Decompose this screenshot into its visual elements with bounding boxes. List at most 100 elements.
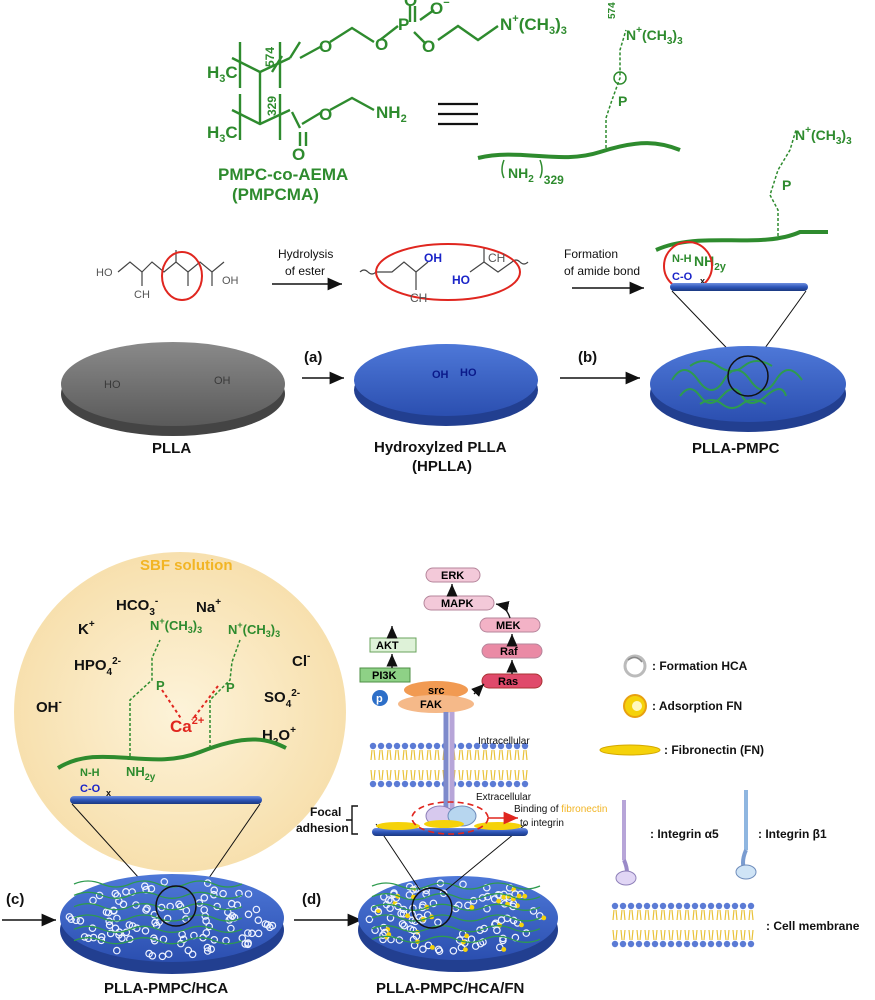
polymer-strand — [73, 891, 243, 899]
lipid-tail — [668, 909, 671, 921]
hca-particle — [113, 892, 122, 900]
ion-hco3: HCO3- — [116, 596, 158, 618]
polymer-strand — [73, 903, 243, 911]
focal-label: Focal — [310, 805, 341, 819]
arrow-a-label: (a) — [304, 349, 322, 366]
polymer-strand — [73, 937, 243, 945]
hca-particle — [429, 899, 438, 908]
lipid-head — [425, 780, 433, 788]
extracellular-label: Extracellular — [476, 792, 532, 803]
hca-particle — [449, 946, 458, 955]
ester-o-1: O — [319, 37, 332, 56]
hca-disc: PLLA-PMPC/HCA — [60, 874, 284, 997]
lipid-tail — [740, 909, 743, 921]
lipid-tail — [631, 929, 634, 941]
erk-label: ERK — [441, 570, 464, 582]
sbf-ions: K+ HCO3- Na+ HPO42- Cl- OH- SO42- H3O+ — [36, 596, 310, 748]
hca-particle — [397, 909, 405, 918]
hca-particle — [409, 885, 417, 894]
fn-disc: PLLA-PMPC/HCA/FN — [358, 876, 558, 997]
ester-circle — [161, 251, 203, 301]
lipid-tail — [711, 909, 714, 921]
plla-disc: HO OH PLLA — [61, 342, 285, 457]
hca-particle — [394, 902, 402, 911]
lipid-tail — [474, 769, 477, 781]
hca-particle — [202, 929, 211, 937]
lipid-head — [489, 780, 497, 788]
lipid-tail — [434, 769, 437, 781]
hca-particle — [160, 877, 169, 886]
lipid-head — [691, 902, 699, 910]
legend-hca-label: : Formation HCA — [652, 659, 748, 673]
lipid-tail — [668, 929, 671, 941]
lipid-head — [521, 780, 529, 788]
lipid-tail — [461, 769, 464, 781]
ion-hpo4: HPO42- — [74, 656, 121, 678]
legend-membrane-label: : Cell membrane — [766, 919, 860, 933]
lipid-head — [393, 780, 401, 788]
sub-574: 574 — [263, 47, 277, 67]
lipid-tail — [692, 929, 695, 941]
lipid-tail — [743, 909, 746, 921]
lipid-tail — [370, 769, 373, 781]
hca-particle — [128, 922, 137, 930]
lipid-tail — [509, 749, 512, 761]
hca-particle — [148, 951, 157, 960]
lipid-head — [481, 742, 489, 750]
hca-particle — [476, 926, 484, 935]
hca-particle — [499, 934, 507, 943]
lipid-tail — [378, 749, 381, 761]
lipid-tail — [402, 769, 405, 781]
lipid-tail — [429, 769, 432, 781]
lipid-tail — [687, 909, 690, 921]
hca-particle — [128, 888, 137, 896]
sbf-nh2: NH2y — [126, 764, 156, 783]
fn-particle — [405, 913, 410, 919]
pmpcma-structure — [231, 6, 499, 146]
lipid-head — [675, 940, 683, 948]
hca-particle — [110, 907, 118, 915]
hca-particle — [67, 915, 76, 924]
lipid-tail — [458, 749, 461, 761]
hca-particle — [261, 920, 270, 928]
lipid-tail — [740, 929, 743, 941]
lipid-tail — [719, 929, 722, 941]
lipid-head — [627, 940, 635, 948]
lipid-head — [731, 902, 739, 910]
hca-particle — [143, 904, 151, 913]
phosphorus-right: P — [782, 177, 791, 193]
lipid-tail — [695, 909, 698, 921]
polymer-strand — [73, 914, 243, 922]
lipid-tail — [700, 929, 703, 941]
lipid-tail — [671, 909, 674, 921]
hca-particle — [244, 939, 253, 947]
lipid-tail — [458, 769, 461, 781]
hca-particle — [111, 889, 120, 898]
hca-particle — [203, 943, 212, 952]
lipid-head — [611, 940, 619, 948]
lipid-tail — [623, 909, 626, 921]
lipid-tail — [490, 749, 493, 761]
hca-particle — [434, 945, 443, 954]
lipid-tail — [522, 769, 525, 781]
hca-particle — [175, 900, 183, 909]
hplla-ch3: CH — [410, 291, 427, 305]
ion-k: K+ — [78, 619, 95, 638]
hca-particle — [254, 916, 263, 925]
hca-particle — [469, 896, 478, 905]
lipid-head — [393, 742, 401, 750]
lipid-head — [369, 780, 377, 788]
amide-co: C-O — [672, 271, 693, 283]
lipid-tail — [700, 909, 703, 921]
lipid-head — [659, 940, 667, 948]
mapk-label: MAPK — [441, 598, 473, 610]
plla-label: PLLA — [152, 440, 191, 457]
sbf-nme3-left: N+(CH3)3 — [150, 616, 202, 635]
pmpc-disc: PLLA-PMPC — [650, 346, 846, 457]
lipid-tail — [386, 749, 389, 761]
fn-particle — [386, 932, 392, 937]
adhesion-label: adhesion — [296, 821, 349, 835]
lipid-tail — [708, 929, 711, 941]
legend-adsorption: : Adsorption FN — [623, 694, 742, 718]
hplla-disc: OH HO Hydroxylzed PLLA (HPLLA) — [354, 344, 538, 475]
